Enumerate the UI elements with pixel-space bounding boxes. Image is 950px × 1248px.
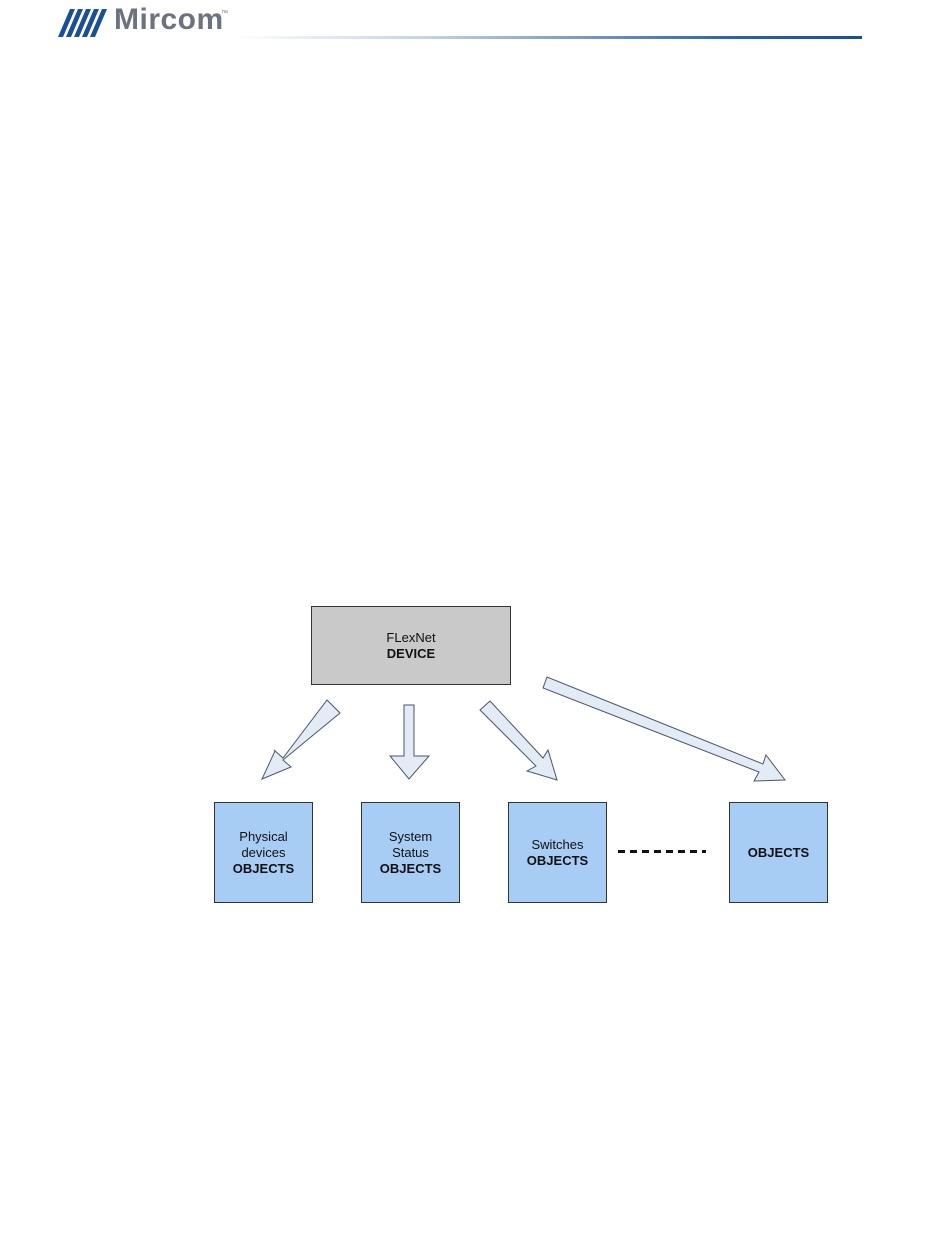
brand-name: Mircom bbox=[114, 3, 224, 37]
device-type-label: DEVICE bbox=[387, 646, 435, 662]
object-label-line2: Status bbox=[392, 845, 429, 861]
object-type-label: OBJECTS bbox=[527, 853, 588, 869]
system-status-objects-box: System Status OBJECTS bbox=[361, 802, 460, 903]
object-type-label: OBJECTS bbox=[748, 845, 809, 861]
switches-objects-box: Switches OBJECTS bbox=[508, 802, 607, 903]
object-label-line2: devices bbox=[241, 845, 285, 861]
object-type-label: OBJECTS bbox=[380, 861, 441, 877]
mircom-logo-icon bbox=[56, 3, 108, 37]
object-label-line1: Switches bbox=[531, 837, 583, 853]
flexnet-device-box: FLexNet DEVICE bbox=[311, 606, 511, 685]
arrow-to-objects bbox=[543, 677, 785, 781]
physical-devices-objects-box: Physical devices OBJECTS bbox=[214, 802, 313, 903]
object-label-line1: System bbox=[389, 829, 432, 845]
arrow-to-system-status bbox=[390, 705, 429, 779]
device-label: FLexNet bbox=[386, 630, 435, 646]
generic-objects-box: OBJECTS bbox=[729, 802, 828, 903]
page-header: Mircom ™ bbox=[0, 0, 950, 60]
arrow-to-switches bbox=[480, 701, 557, 780]
arrow-to-physical-devices bbox=[262, 700, 340, 779]
object-type-label: OBJECTS bbox=[233, 861, 294, 877]
continuation-dashes bbox=[618, 850, 706, 853]
object-label-line1: Physical bbox=[239, 829, 287, 845]
trademark-symbol: ™ bbox=[221, 10, 228, 17]
header-rule bbox=[230, 36, 862, 39]
